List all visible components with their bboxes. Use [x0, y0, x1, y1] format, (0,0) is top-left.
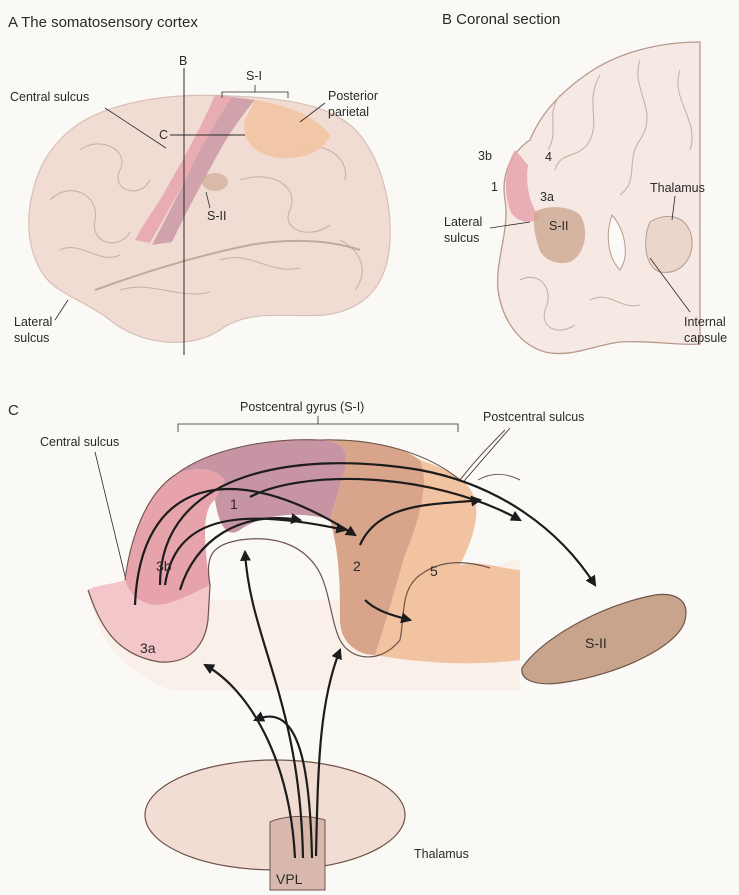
coronal-3a-label: 3a: [540, 190, 554, 204]
panel-b-title: B Coronal section: [442, 11, 560, 28]
section-b-marker: B: [179, 54, 187, 68]
internal-capsule-label-2: capsule: [684, 331, 727, 345]
postcentral-sulcus-label: Postcentral sulcus: [483, 410, 584, 424]
coronal-thalamus: [646, 216, 692, 272]
coronal-lateral-sulcus-label-2: sulcus: [444, 231, 479, 245]
vpl-label: VPL: [276, 871, 303, 887]
coronal-lateral-sulcus-label-1: Lateral: [444, 215, 482, 229]
internal-capsule-label-1: Internal: [684, 315, 726, 329]
s1-label: S-I: [246, 69, 262, 83]
thalamus-label: Thalamus: [414, 847, 469, 861]
coronal-4-label: 4: [545, 150, 552, 164]
area-3b-label: 3b: [156, 558, 172, 574]
coronal-1-label: 1: [491, 180, 498, 194]
panel-b: B Coronal section 3b 4 1 3a Thalamus Lat…: [442, 11, 727, 354]
lateral-sulcus-label-a-2: sulcus: [14, 331, 49, 345]
coronal-s2-label: S-II: [549, 219, 568, 233]
postcentral-gyrus-label: Postcentral gyrus (S-I): [240, 400, 364, 414]
area-3a-label: 3a: [140, 640, 156, 656]
panel-a: A The somatosensory cortex B C S-I Cent: [8, 14, 390, 355]
area-2-label: 2: [353, 558, 361, 574]
lateral-sulcus-label-a-1: Lateral: [14, 315, 52, 329]
central-sulcus-label-a: Central sulcus: [10, 90, 89, 104]
s2-label-a: S-II: [207, 209, 226, 223]
central-sulcus-label-c: Central sulcus: [40, 435, 119, 449]
section-c-marker: C: [159, 128, 168, 142]
s2-label-c: S-II: [585, 635, 607, 651]
coronal-3b-label: 3b: [478, 149, 492, 163]
posterior-parietal-label-2: parietal: [328, 105, 369, 119]
area-1-label: 1: [230, 496, 238, 512]
panel-c: C Postcentral gyrus (S-I) Postcentral su…: [8, 400, 686, 890]
panel-a-title: A The somatosensory cortex: [8, 14, 198, 31]
area-5-label: 5: [430, 563, 438, 579]
s2-area-lateral: [202, 173, 228, 191]
posterior-parietal-label-1: Posterior: [328, 89, 378, 103]
coronal-thalamus-label: Thalamus: [650, 181, 705, 195]
panel-c-title: C: [8, 402, 19, 419]
